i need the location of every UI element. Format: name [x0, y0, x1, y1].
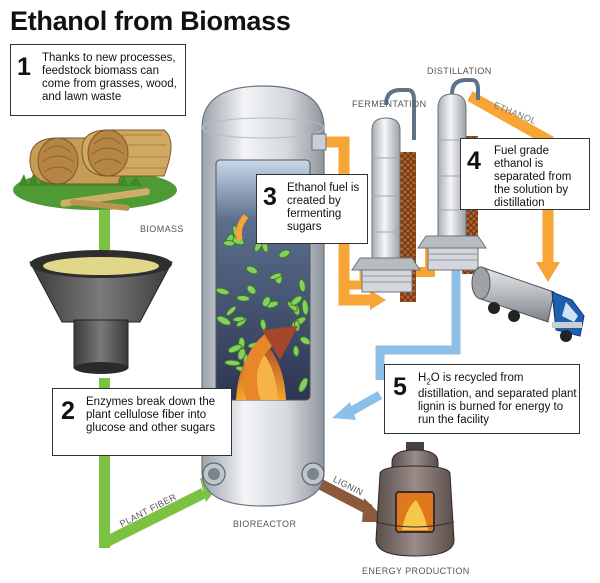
- bacteria-cell: [246, 284, 257, 295]
- hay-bale-icon: [13, 129, 177, 211]
- step-text-subscript: 2: [426, 377, 431, 387]
- bacteria-cell: [259, 318, 267, 331]
- furnace-icon: [375, 442, 455, 557]
- step-number: 5: [393, 373, 407, 401]
- step-text-post: O is recycled from distillation, and sep…: [418, 372, 577, 427]
- blue-flow-arrow: [332, 270, 461, 420]
- bacteria-cell: [292, 345, 300, 357]
- bacteria-cell: [236, 294, 251, 302]
- step-text-pre: H: [418, 372, 427, 384]
- hopper-icon: [29, 250, 173, 374]
- bacteria-cell: [216, 287, 230, 296]
- step-number: 1: [17, 53, 31, 81]
- label-bioreactor: BIOREACTOR: [233, 519, 297, 529]
- label-biomass: BIOMASS: [140, 224, 184, 234]
- step-text: Ethanol fuel is created by fermenting su…: [287, 182, 360, 233]
- bacteria-cell: [224, 359, 241, 367]
- bacteria-cell: [216, 315, 232, 326]
- fermentation-column-icon: [351, 88, 421, 302]
- step-text: Thanks to new processes, feedstock bioma…: [42, 52, 177, 103]
- bacteria-cell: [269, 272, 282, 280]
- tanker-truck-icon: [471, 266, 585, 342]
- bacteria-cell: [299, 336, 310, 346]
- bacteria-cell: [301, 299, 309, 316]
- bacteria-cell: [227, 344, 243, 354]
- step-number: 2: [61, 397, 75, 425]
- bacteria-cell: [232, 316, 246, 323]
- bacteria-cell: [298, 278, 306, 293]
- page-title: Ethanol from Biomass: [10, 6, 291, 36]
- bacteria-cell: [225, 305, 237, 317]
- bacteria-cell: [261, 296, 271, 308]
- callout-step-4: 4 Fuel grade ethanol is separated from t…: [460, 138, 590, 210]
- step-text: Enzymes break down the plant cellulose f…: [86, 396, 216, 434]
- bacteria-cell: [278, 249, 291, 259]
- callout-step-1: 1 Thanks to new processes, feedstock bio…: [10, 44, 186, 116]
- label-energy-production: ENERGY PRODUCTION: [362, 566, 470, 576]
- bacteria-cell: [237, 347, 246, 361]
- label-distillation: DISTILLATION: [427, 66, 492, 76]
- label-fermentation: FERMENTATION: [352, 99, 427, 109]
- callout-step-3: 3 Ethanol fuel is created by fermenting …: [256, 174, 368, 244]
- bacteria-cell: [222, 239, 236, 247]
- bacteria-cell: [245, 265, 258, 275]
- bacteria-cell: [298, 377, 309, 393]
- callout-step-2: 2 Enzymes break down the plant cellulose…: [52, 388, 232, 456]
- step-number: 4: [467, 147, 481, 175]
- step-text: Fuel grade ethanol is separated from the…: [494, 145, 572, 209]
- callout-step-5: 5 H2O is recycled from distillation, and…: [384, 364, 580, 434]
- step-text: H2O is recycled from distillation, and s…: [418, 372, 578, 427]
- bacteria-cell: [290, 295, 303, 306]
- bacteria-cells: [216, 214, 310, 400]
- step-number: 3: [263, 183, 277, 211]
